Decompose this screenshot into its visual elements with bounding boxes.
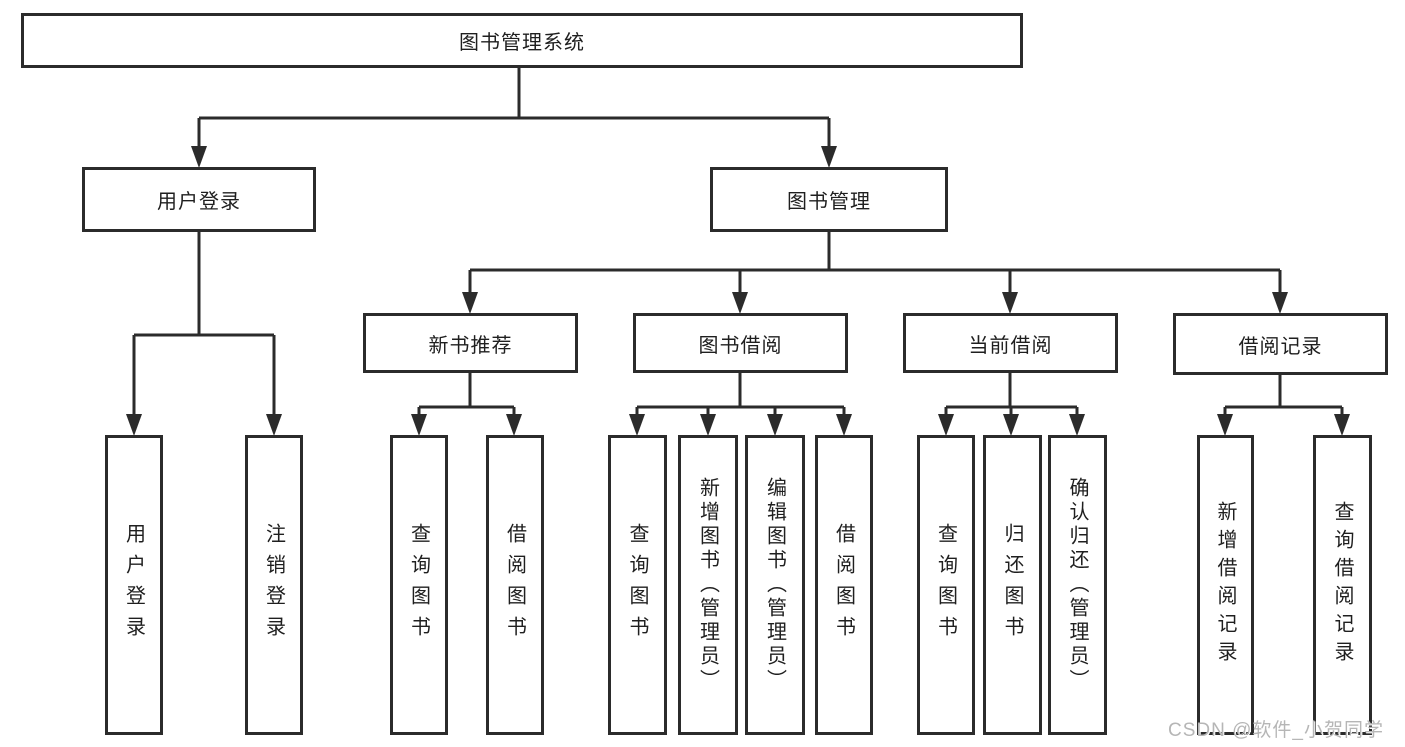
node-book-management: 图书管理: [710, 167, 948, 232]
node-book-borrowing: 图书借阅: [633, 313, 848, 373]
leaf-query-books-current: 查询图书: [917, 435, 975, 735]
node-borrowing-records: 借阅记录: [1173, 313, 1388, 375]
leaf-borrow-books-recommend: 借阅图书: [486, 435, 544, 735]
node-new-book-recommend: 新书推荐: [363, 313, 578, 373]
leaf-return-books: 归还图书: [983, 435, 1042, 735]
leaf-add-borrow-record: 新增借阅记录: [1197, 435, 1254, 735]
leaf-query-books-borrowing: 查询图书: [608, 435, 667, 735]
leaf-query-borrow-record: 查询借阅记录: [1313, 435, 1372, 735]
csdn-watermark: CSDN @软件_小贺同学: [1168, 720, 1384, 741]
node-current-borrowing: 当前借阅: [903, 313, 1118, 373]
node-user-login: 用户登录: [82, 167, 316, 232]
leaf-edit-books-admin: 编辑图书（管理员）: [745, 435, 805, 735]
node-library-management-system: 图书管理系统: [21, 13, 1023, 68]
leaf-logout: 注销登录: [245, 435, 303, 735]
leaf-add-books-admin: 新增图书（管理员）: [678, 435, 738, 735]
leaf-confirm-return-admin: 确认归还（管理员）: [1048, 435, 1107, 735]
leaf-borrow-books: 借阅图书: [815, 435, 873, 735]
leaf-user-login: 用户登录: [105, 435, 163, 735]
leaf-query-books-recommend: 查询图书: [390, 435, 448, 735]
